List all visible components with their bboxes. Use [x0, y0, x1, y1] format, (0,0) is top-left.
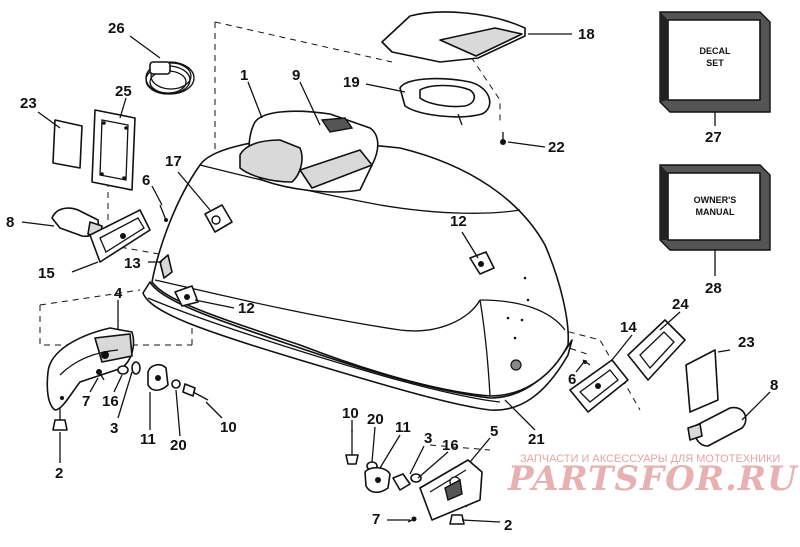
callout-16-right: 16 — [442, 437, 459, 454]
part-14-bracket-right — [569, 359, 629, 413]
callout-22: 22 — [548, 139, 565, 156]
callout-4: 4 — [114, 285, 123, 302]
callout-19: 19 — [343, 74, 360, 91]
leader-lines — [21, 33, 771, 523]
callout-20-left: 20 — [170, 437, 187, 454]
callout-8-right: 8 — [770, 377, 778, 394]
part-15-bracket-left — [89, 209, 151, 263]
part-8-handle-right — [687, 406, 747, 447]
callout-7-left: 7 — [82, 393, 90, 410]
part-6-screw-left — [159, 204, 168, 222]
part-23-pad-left — [52, 119, 83, 169]
part-25-gasket — [91, 109, 136, 191]
callout-15: 15 — [38, 265, 55, 282]
callout-12-right: 12 — [450, 213, 467, 230]
callout-13: 13 — [124, 255, 141, 272]
part-24-gasket-right — [627, 319, 686, 381]
callout-25: 25 — [115, 83, 132, 100]
part-18-cap — [381, 11, 526, 63]
callout-labels: 1 9 18 19 22 26 25 23 17 6 8 15 13 12 12… — [6, 20, 778, 534]
part-4-latch-bracket — [46, 327, 135, 411]
part-2-stud-left — [52, 408, 68, 431]
callout-11-right: 11 — [395, 419, 411, 436]
callout-3-left: 3 — [110, 420, 118, 437]
manual-box-line1: OWNER'S — [694, 195, 737, 205]
callout-17: 17 — [165, 153, 182, 170]
watermark-tagline: ЗАПЧАСТИ И АКСЕССУАРЫ ДЛЯ МОТОТЕХНИКИ — [520, 453, 780, 465]
watermark-brand: PARTSFOR.RU — [507, 459, 799, 499]
callout-27: 27 — [705, 129, 722, 146]
manual-box-line2: MANUAL — [696, 207, 735, 217]
callout-9: 9 — [292, 67, 300, 84]
callout-23-left: 23 — [20, 95, 37, 112]
callout-12-left: 12 — [238, 300, 255, 317]
callout-10-left: 10 — [220, 419, 237, 436]
part-26-wire — [145, 61, 195, 95]
callout-24: 24 — [672, 296, 689, 313]
decal-set-box — [659, 11, 771, 113]
decal-box-line1: DECAL — [700, 46, 732, 56]
callout-6-left: 6 — [142, 172, 150, 189]
callout-23-right: 23 — [738, 334, 755, 351]
callout-14: 14 — [620, 319, 637, 336]
watermark: ЗАПЧАСТИ И АКСЕССУАРЫ ДЛЯ МОТОТЕХНИКИ PA… — [507, 453, 799, 499]
callout-20-right: 20 — [367, 411, 384, 428]
callout-18: 18 — [578, 26, 595, 43]
callout-7-right: 7 — [372, 511, 380, 528]
part-23-pad-right — [685, 349, 719, 413]
callout-21: 21 — [528, 431, 545, 448]
callout-5: 5 — [490, 423, 498, 440]
callout-8-left: 8 — [6, 214, 14, 231]
callout-2-left: 2 — [55, 465, 63, 482]
engine-cover — [142, 110, 573, 411]
left-hardware-set — [96, 361, 209, 401]
callout-1: 1 — [240, 67, 248, 84]
callout-3-right: 3 — [424, 430, 432, 447]
part-22-screw — [500, 132, 506, 145]
callout-16-left: 16 — [102, 393, 119, 410]
owners-manual-box — [659, 164, 771, 251]
callout-28: 28 — [705, 280, 722, 297]
callout-6-right: 6 — [568, 371, 576, 388]
callout-10-right: 10 — [342, 405, 359, 422]
callout-26: 26 — [108, 20, 125, 37]
right-hardware-set — [345, 430, 483, 525]
decal-box-line2: SET — [706, 58, 724, 68]
callout-11-left: 11 — [140, 431, 156, 448]
callout-2-right: 2 — [504, 517, 512, 534]
part-19-ring — [399, 77, 491, 126]
box-captions: DECAL SET OWNER'S MANUAL — [694, 46, 737, 217]
